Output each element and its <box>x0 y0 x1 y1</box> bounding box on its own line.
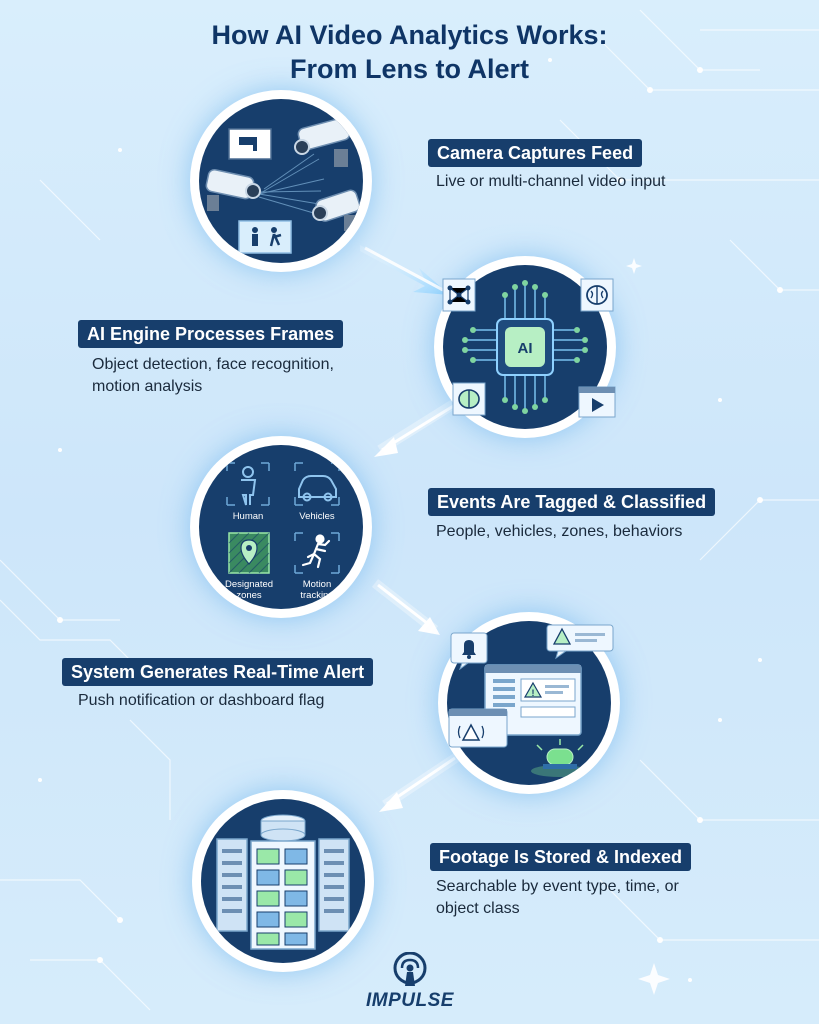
vehicle-icon <box>298 475 337 502</box>
dashboard-monitor-icon: ! <box>484 664 582 736</box>
step-2-description-line-1: Object detection, face recognition, <box>92 356 334 373</box>
step-5-description-line-1: Searchable by event type, time, or <box>436 878 679 895</box>
neural-network-icon <box>442 278 476 312</box>
page-title: How AI Video Analytics Works: From Lens … <box>0 18 819 86</box>
browser-alert-icon <box>448 708 508 748</box>
folder-grid-icon <box>256 848 308 946</box>
title-line-1: How AI Video Analytics Works: <box>211 20 608 50</box>
bell-notification-icon <box>450 632 488 670</box>
tile-vehicles-label: Vehicles <box>299 511 335 522</box>
arrow-step1-to-step2 <box>360 245 450 295</box>
step-5-storage-circle <box>192 790 374 972</box>
step-5-description: Searchable by event type, time, or objec… <box>436 876 679 920</box>
signal-tower-icon <box>393 952 427 986</box>
database-icon <box>260 814 306 842</box>
step-2-label: AI Engine Processes Frames <box>78 320 344 348</box>
arrow-step2-to-step3 <box>374 395 463 457</box>
camera-monitor-icon <box>228 128 272 160</box>
step-2-description-line-2: motion analysis <box>92 378 203 395</box>
tile-motion-label-1: Motion <box>303 579 332 590</box>
step-2-description: Object detection, face recognition, moti… <box>92 354 334 398</box>
step-3-classification-circle: Human Vehicles Designated zones Motion t… <box>190 436 372 618</box>
step-3-label: Events Are Tagged & Classified <box>428 488 716 516</box>
svg-text:!: ! <box>532 688 535 698</box>
step-4-label: System Generates Real-Time Alert <box>62 658 374 686</box>
human-icon <box>241 466 257 506</box>
tile-zones-label-2: zones <box>236 590 262 601</box>
arrow-step4-to-step5 <box>379 750 463 812</box>
tile-zones-label-1: Designated <box>225 579 273 590</box>
server-rack-icon <box>216 838 350 932</box>
running-person-icon <box>301 534 331 569</box>
tile-motion-label-2: tracking <box>300 590 333 601</box>
step-2-ai-chip-circle: AI <box>434 256 616 438</box>
zone-pin-icon <box>228 532 270 574</box>
video-play-icon <box>578 386 616 418</box>
person-detection-screen-icon <box>238 220 292 254</box>
warning-message-icon <box>546 624 614 660</box>
step-1-description: Live or multi-channel video input <box>436 173 666 190</box>
step-3-description: People, vehicles, zones, behaviors <box>436 523 683 540</box>
tile-human-label: Human <box>233 511 264 522</box>
step-4-alert-circle: ! <box>438 612 620 794</box>
brain-scan-icon <box>452 382 486 416</box>
ai-chip-text: AI <box>518 340 533 357</box>
logo-text: IMPULSE <box>366 990 454 1011</box>
siren-icon <box>531 739 587 777</box>
arrow-step3-to-step4 <box>371 579 440 635</box>
step-5-label: Footage Is Stored & Indexed <box>430 843 692 871</box>
step-1-camera-circle <box>190 90 372 272</box>
step-5-description-line-2: object class <box>436 900 520 917</box>
brain-icon <box>580 278 614 312</box>
step-1-label: Camera Captures Feed <box>428 139 643 167</box>
title-line-2: From Lens to Alert <box>289 54 530 84</box>
step-4-description: Push notification or dashboard flag <box>78 692 325 709</box>
impulse-logo: IMPULSE <box>350 952 470 1016</box>
